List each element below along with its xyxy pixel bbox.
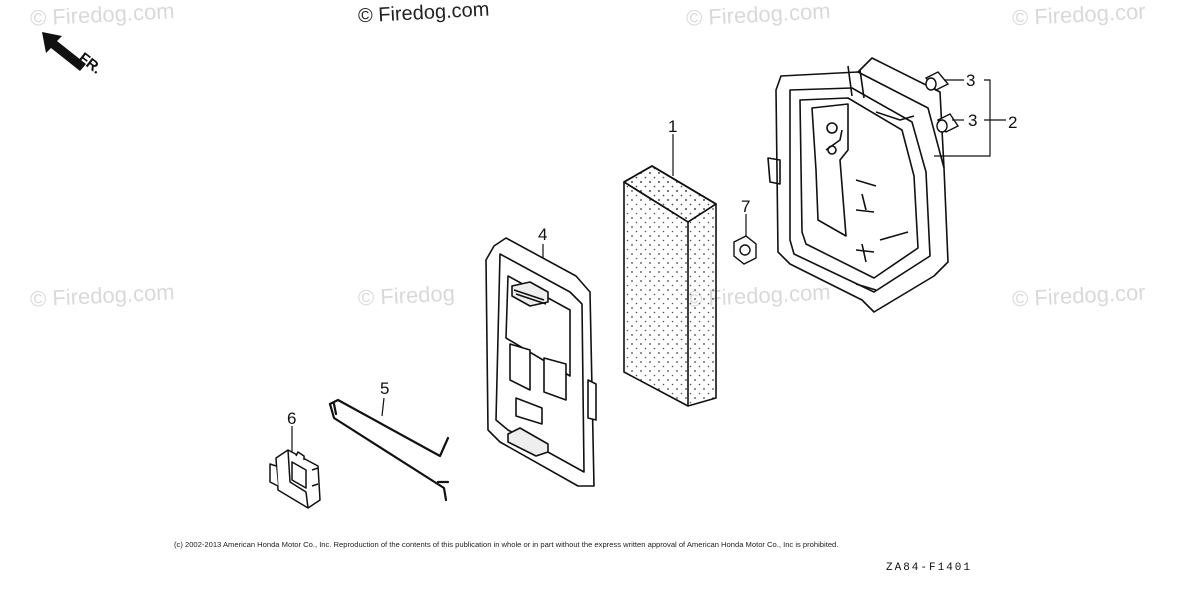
foam-filter-element bbox=[623, 165, 717, 407]
air-cleaner-cover bbox=[485, 237, 597, 487]
copyright-notice: (c) 2002-2013 American Honda Motor Co., … bbox=[174, 540, 839, 549]
callout-4: 4 bbox=[538, 225, 547, 244]
diagram-code: ZA84-F1401 bbox=[886, 562, 973, 574]
callout-5: 5 bbox=[380, 379, 389, 398]
callout-3-lower: 3 bbox=[968, 111, 977, 130]
callout-3-upper: 3 bbox=[966, 71, 975, 90]
flange-nut bbox=[733, 235, 757, 265]
callout-6: 6 bbox=[287, 409, 296, 428]
wire-clip bbox=[328, 398, 450, 502]
callout-1: 1 bbox=[668, 117, 677, 136]
filter-clip-holder bbox=[269, 449, 321, 509]
callout-2: 2 bbox=[1008, 113, 1017, 132]
grommet-lower bbox=[936, 113, 960, 133]
leader-lines bbox=[291, 79, 1006, 452]
callout-7: 7 bbox=[741, 197, 750, 216]
front-direction-arrow-icon bbox=[42, 32, 86, 71]
air-cleaner-case bbox=[767, 57, 949, 313]
grommet-upper bbox=[924, 71, 950, 91]
